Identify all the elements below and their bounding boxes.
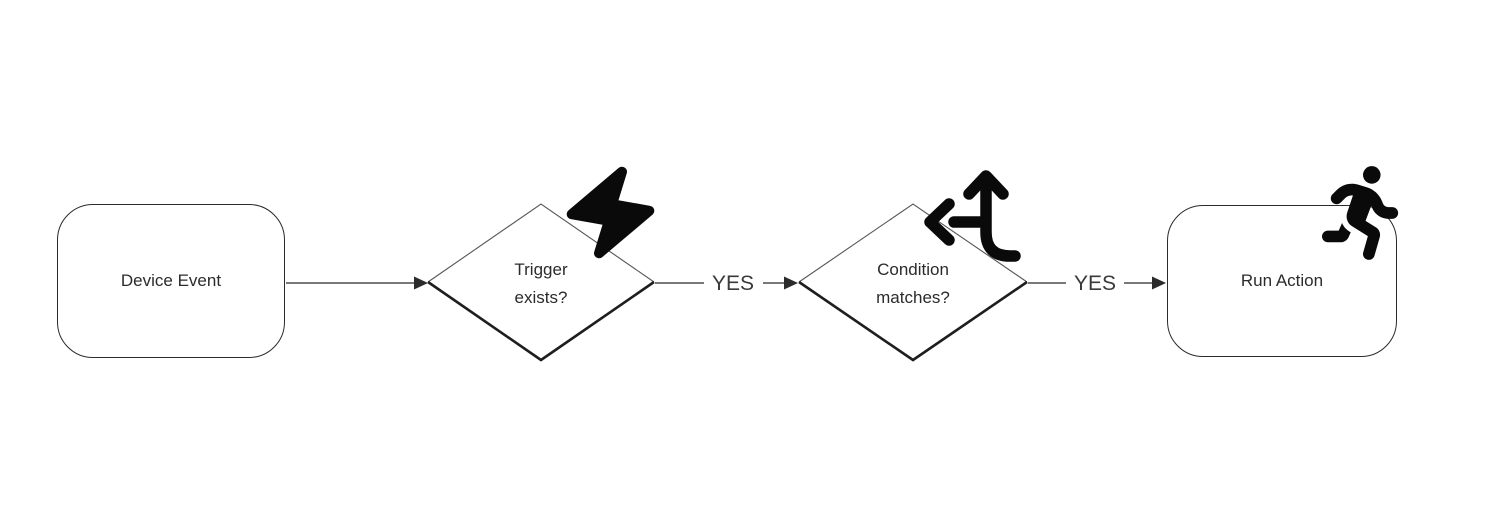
node-run-action-label: Run Action — [1240, 271, 1324, 290]
node-condition-matches-diamond — [798, 203, 1028, 362]
arrowhead-icon — [1152, 276, 1166, 290]
edge-condition-to-run-action — [1028, 276, 1166, 290]
arrowhead-icon — [784, 276, 798, 290]
arrows-split-up-and-left-icon — [924, 170, 1021, 262]
node-condition-matches-label: Condition matches? — [876, 260, 950, 307]
node-trigger-exists-label: Trigger exists? — [514, 260, 568, 307]
edge-device-event-to-trigger — [286, 276, 428, 290]
node-device-event-label: Device Event — [120, 271, 222, 290]
edge-label-yes-2: YES — [1073, 272, 1117, 295]
edge-trigger-to-condition — [655, 276, 798, 290]
edge-label-yes-1: YES — [711, 272, 755, 295]
arrowhead-icon — [414, 276, 428, 290]
person-running-icon — [1322, 166, 1399, 260]
node-device-event: Device Event — [57, 204, 285, 358]
lightning-bolt-icon — [566, 166, 655, 259]
